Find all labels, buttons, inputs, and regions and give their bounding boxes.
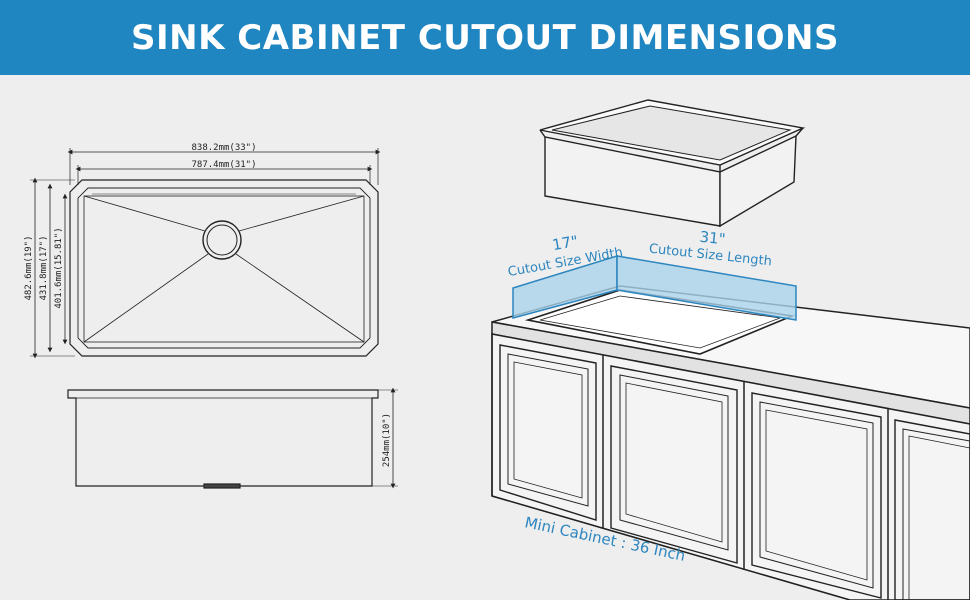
overall-depth-label: 482.6mm(19")	[24, 235, 34, 300]
cabinet-illustration	[491, 285, 970, 600]
cabinet-door-3	[751, 392, 882, 599]
cabinet-door-1	[499, 344, 597, 521]
cutout-highlight	[512, 254, 797, 321]
overall-width-label: 838.2mm(33")	[191, 143, 256, 153]
sink-top-view	[30, 148, 381, 359]
cutout-length-value: 31"	[699, 228, 727, 249]
inner-width-label: 787.4mm(31")	[191, 160, 256, 170]
mid-depth-label: 431.8mm(17")	[39, 235, 49, 300]
sink-diagram: 838.2mm(33") 787.4mm(31") 482.6mm(19") 4…	[24, 99, 970, 600]
sink-side-view	[67, 387, 398, 489]
drain-icon	[202, 220, 242, 260]
cutout-width-value: 17"	[551, 232, 580, 254]
sink-perspective	[539, 99, 806, 228]
height-label: 254mm(10")	[382, 413, 392, 467]
header-banner: SINK CABINET CUTOUT DIMENSIONS	[0, 0, 970, 75]
cabinet-door-2	[610, 365, 738, 564]
page-title: SINK CABINET CUTOUT DIMENSIONS	[131, 17, 839, 58]
cabinet-door-4	[894, 419, 970, 600]
inner-depth-label: 401.6mm(15.81")	[54, 227, 64, 308]
